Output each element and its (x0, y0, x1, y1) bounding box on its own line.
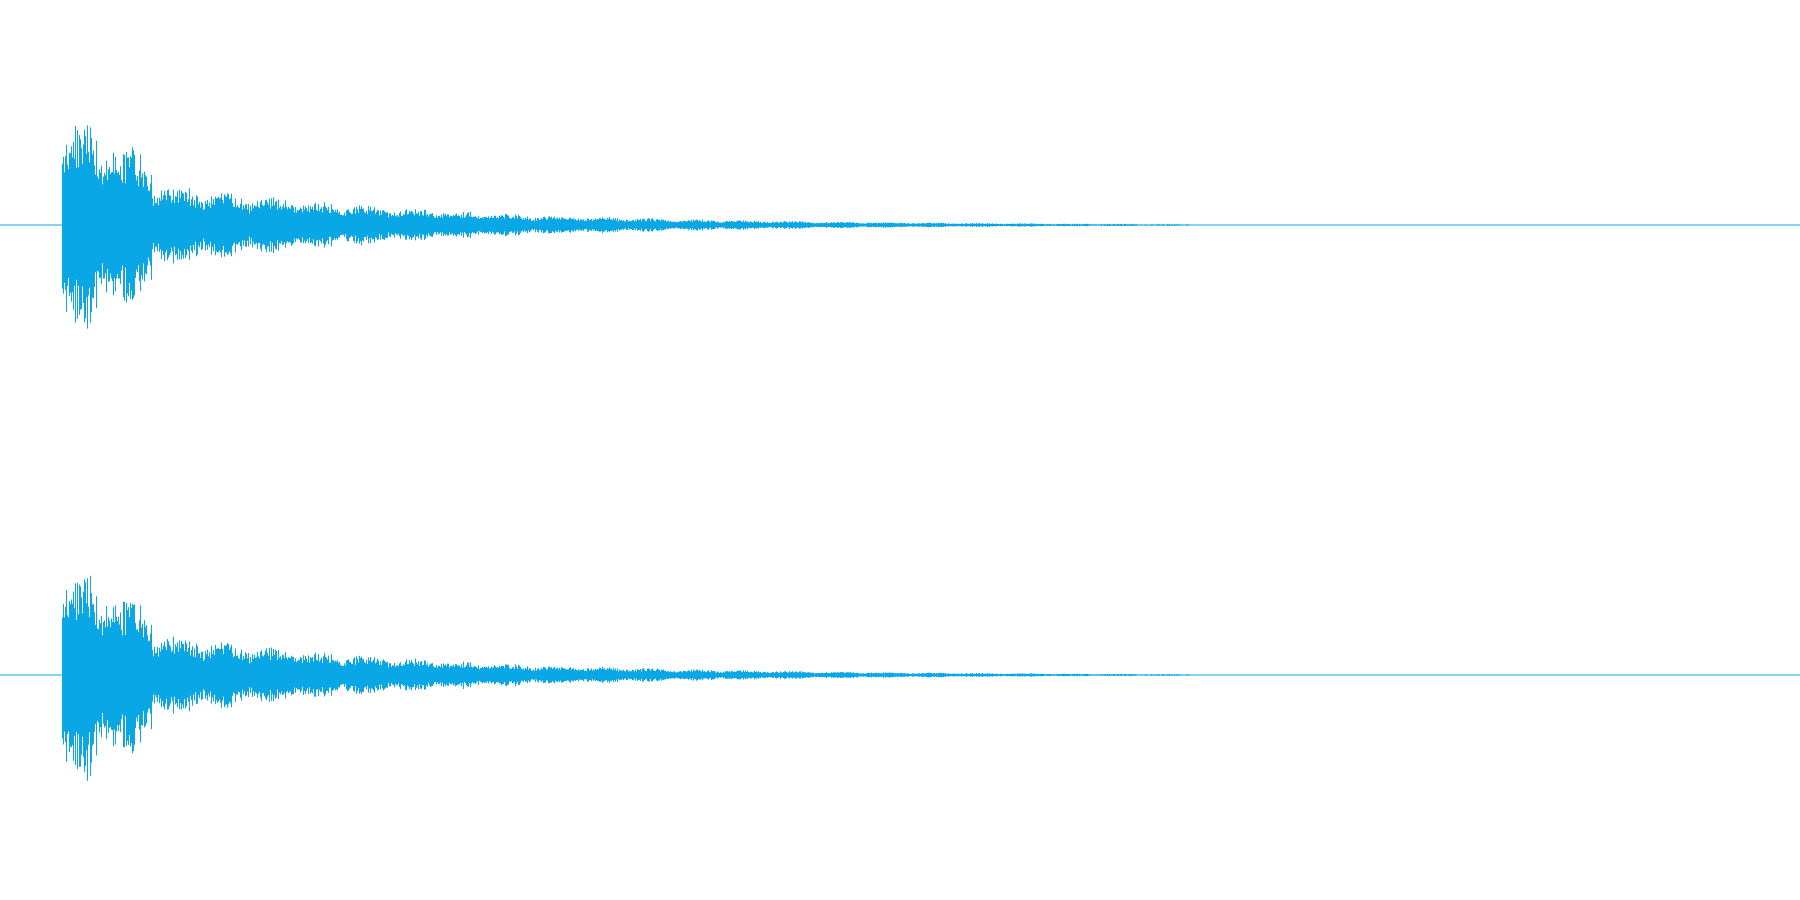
channel-right-track[interactable] (0, 575, 1800, 781)
channel-left-waveform (62, 125, 1189, 329)
channel-right-waveform (62, 575, 1189, 781)
channel-left-track[interactable] (0, 125, 1800, 329)
